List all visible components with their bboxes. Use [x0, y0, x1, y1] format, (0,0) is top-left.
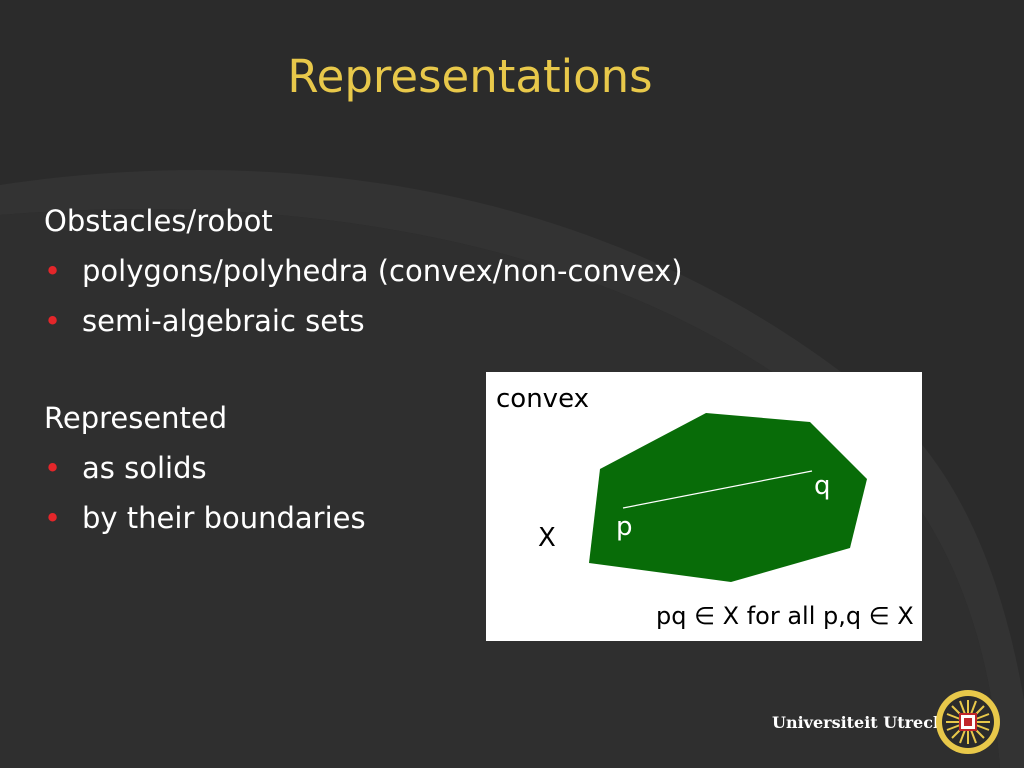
bullet-text: polygons/polyhedra (convex/non-convex) — [82, 254, 683, 288]
bullet-text: as solids — [82, 451, 207, 485]
section-heading-obstacles: Obstacles/robot — [44, 204, 273, 238]
point-label-p: p — [616, 512, 633, 542]
university-seal-icon — [936, 690, 1000, 754]
bullet-dot: • — [44, 254, 62, 288]
bullet-dot: • — [44, 304, 62, 338]
university-name: Universiteit Utrecht — [772, 713, 952, 732]
segment-pq — [622, 470, 813, 509]
slide-title: Representations — [287, 50, 653, 103]
bullet-text: semi-algebraic sets — [82, 304, 365, 338]
diagram-caption: convex — [496, 384, 589, 414]
convex-diagram: convex X p q pq ∈ X for all p,q ∈ X — [486, 372, 922, 641]
bullet-dot: • — [44, 501, 62, 535]
section-heading-represented: Represented — [44, 401, 228, 435]
bullet-dot: • — [44, 451, 62, 485]
bullet-text: by their boundaries — [82, 501, 366, 535]
set-label-x: X — [538, 523, 556, 553]
convex-polygon — [589, 413, 867, 582]
convex-diagram-svg — [589, 413, 867, 582]
point-label-q: q — [814, 471, 831, 501]
convexity-formula: pq ∈ X for all p,q ∈ X — [656, 602, 914, 630]
